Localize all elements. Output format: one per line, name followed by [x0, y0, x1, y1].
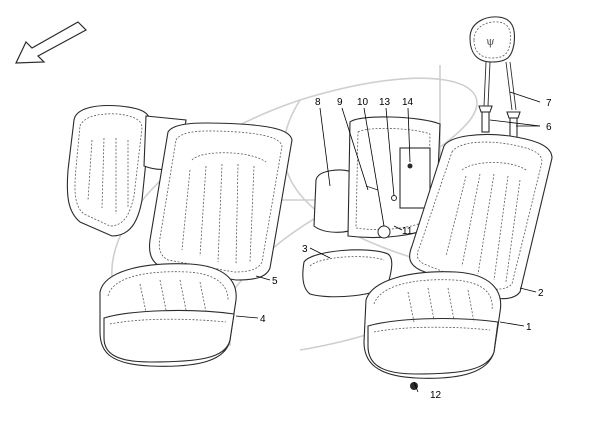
callout-label-7: 7 [546, 98, 552, 109]
right-seat-cushion [363, 271, 502, 379]
left-backrest [148, 122, 293, 281]
callout-label-1: 1 [526, 322, 532, 333]
callout-label-8: 8 [315, 97, 321, 108]
callout-label-11: 11 [402, 226, 413, 237]
left-seat-cushion [99, 263, 237, 367]
leader-lines [235, 91, 541, 393]
callout-label-9: 9 [337, 97, 343, 108]
callout-label-6: 6 [546, 122, 552, 133]
callout-label-13: 13 [379, 97, 391, 108]
callout-labels: 1 2 3 4 5 6 7 8 9 10 11 12 13 14 [260, 97, 552, 401]
callout-label-3: 3 [302, 244, 308, 255]
direction-arrow-icon [15, 21, 87, 64]
callout-label-12: 12 [430, 390, 442, 401]
callout-label-5: 5 [272, 276, 278, 287]
right-backrest [409, 133, 553, 300]
callout-label-14: 14 [402, 97, 414, 108]
callout-label-4: 4 [260, 314, 266, 325]
svg-text:ψ: ψ [486, 35, 495, 48]
headrest: ψ [469, 16, 517, 111]
headrest-guides [478, 105, 521, 139]
left-backrest-rear [66, 104, 151, 237]
callout-label-10: 10 [357, 97, 369, 108]
callout-label-2: 2 [538, 288, 544, 299]
